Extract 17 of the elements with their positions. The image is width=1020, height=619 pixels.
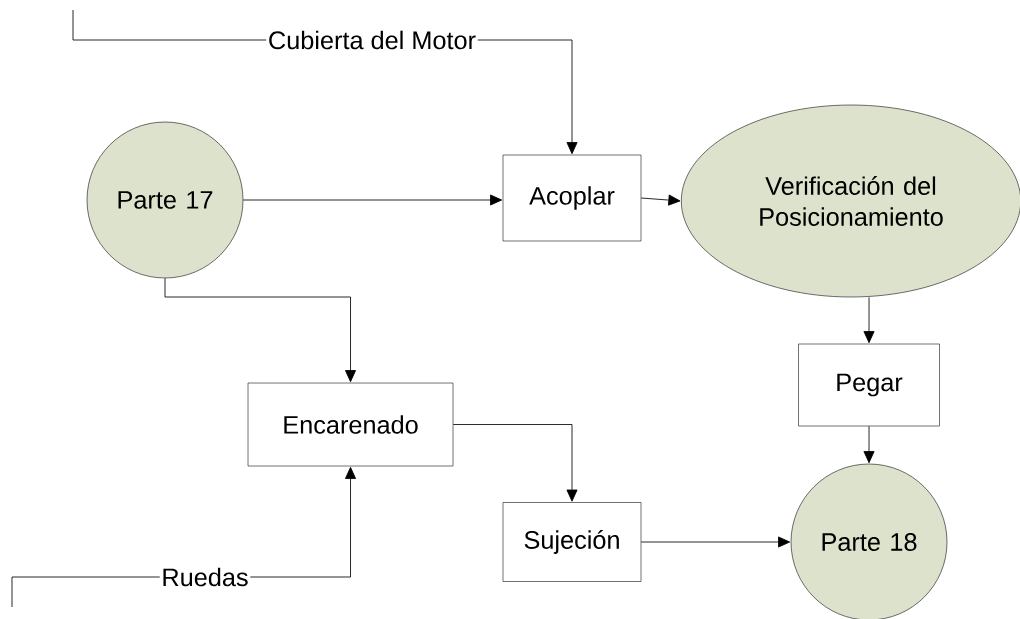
arrow [863,296,875,344]
arrow [477,39,578,155]
arrow [863,425,875,464]
process-box: Sujeción [502,502,642,582]
arrow [242,194,503,206]
connector-line [72,9,267,41]
arrow [640,536,791,548]
process-box: Acoplar [502,154,642,242]
arrow [164,277,357,383]
input-label: Cubierta del Motor [269,30,476,50]
arrow [452,424,578,502]
arrow [249,466,357,578]
connector-line [11,576,161,608]
process-box: Encarenado [247,382,454,467]
arrow [640,194,681,206]
process-box: Pegar [798,343,940,427]
input-label: Ruedas [163,567,248,587]
